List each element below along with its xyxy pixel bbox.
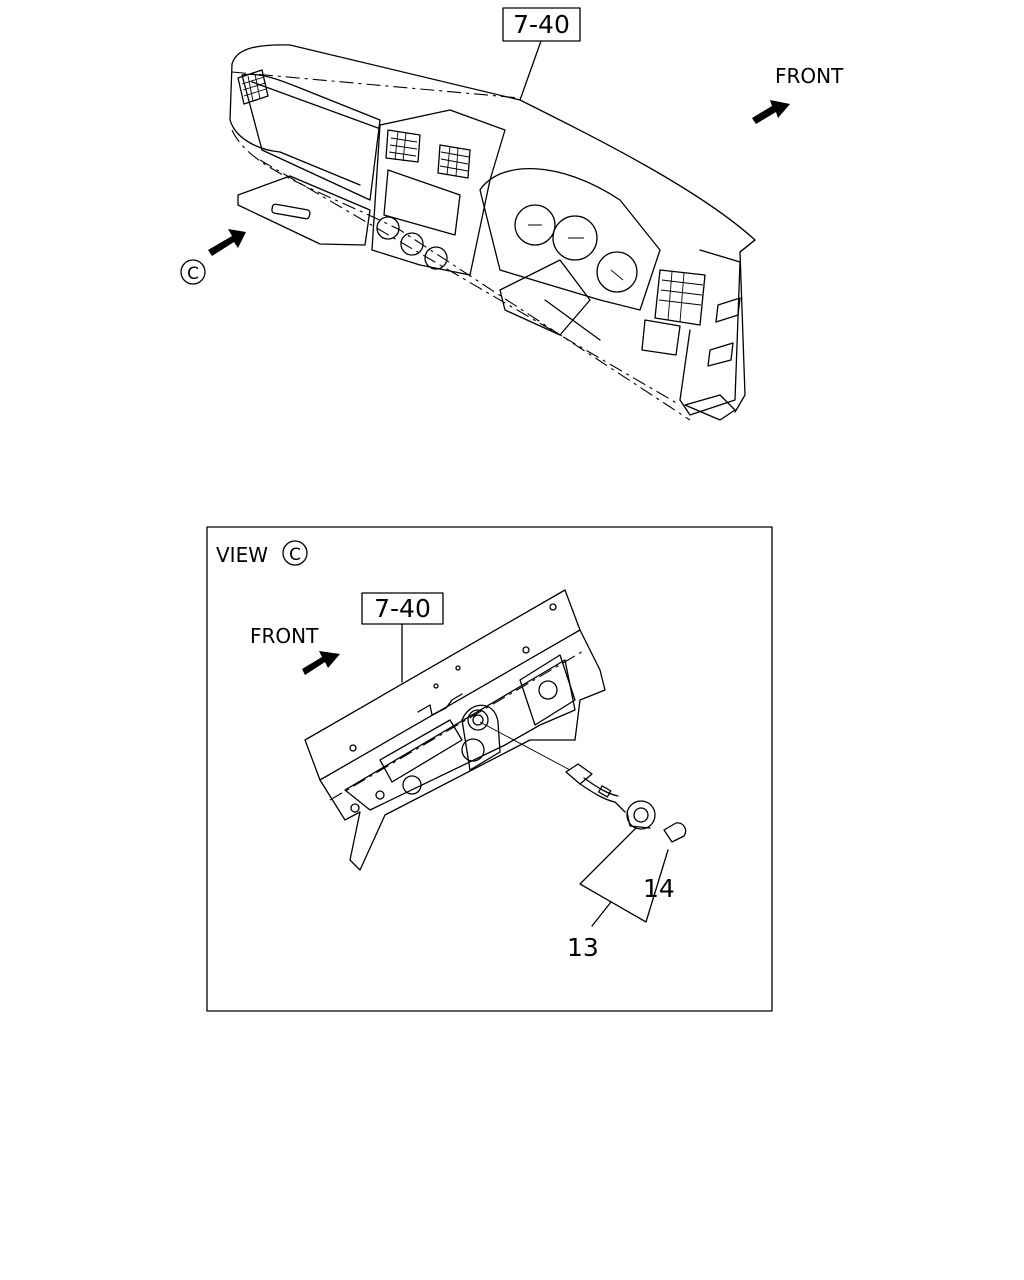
front-arrow-top-icon (752, 100, 790, 124)
view-c-marker-top-text: C (187, 264, 199, 284)
view-title: VIEW (216, 543, 268, 567)
front-arrow-detail-icon (302, 651, 340, 675)
lower-panel-bracket (304, 589, 606, 871)
detail-view-frame (206, 526, 773, 1012)
view-c-marker-top: C (180, 259, 206, 285)
ref-label-top: 7-40 (513, 10, 570, 39)
lamp-socket-harness (479, 721, 656, 830)
ref-box-7-40-detail: 7-40 (361, 592, 444, 683)
callout-13: 13 (567, 933, 599, 962)
ref-box-7-40-top: 7-40 (502, 7, 581, 101)
dashboard-illustration (229, 44, 756, 421)
front-label-top: FRONT (775, 64, 844, 88)
callout-leaders (579, 827, 669, 927)
bulb-icon (663, 822, 687, 843)
view-c-arrow-icon (208, 229, 246, 256)
view-c-marker-detail: C (282, 540, 308, 566)
ref-label-detail: 7-40 (374, 594, 431, 623)
callout-14: 14 (643, 874, 675, 903)
view-c-marker-detail-text: C (289, 545, 301, 565)
front-label-detail: FRONT (250, 624, 319, 648)
